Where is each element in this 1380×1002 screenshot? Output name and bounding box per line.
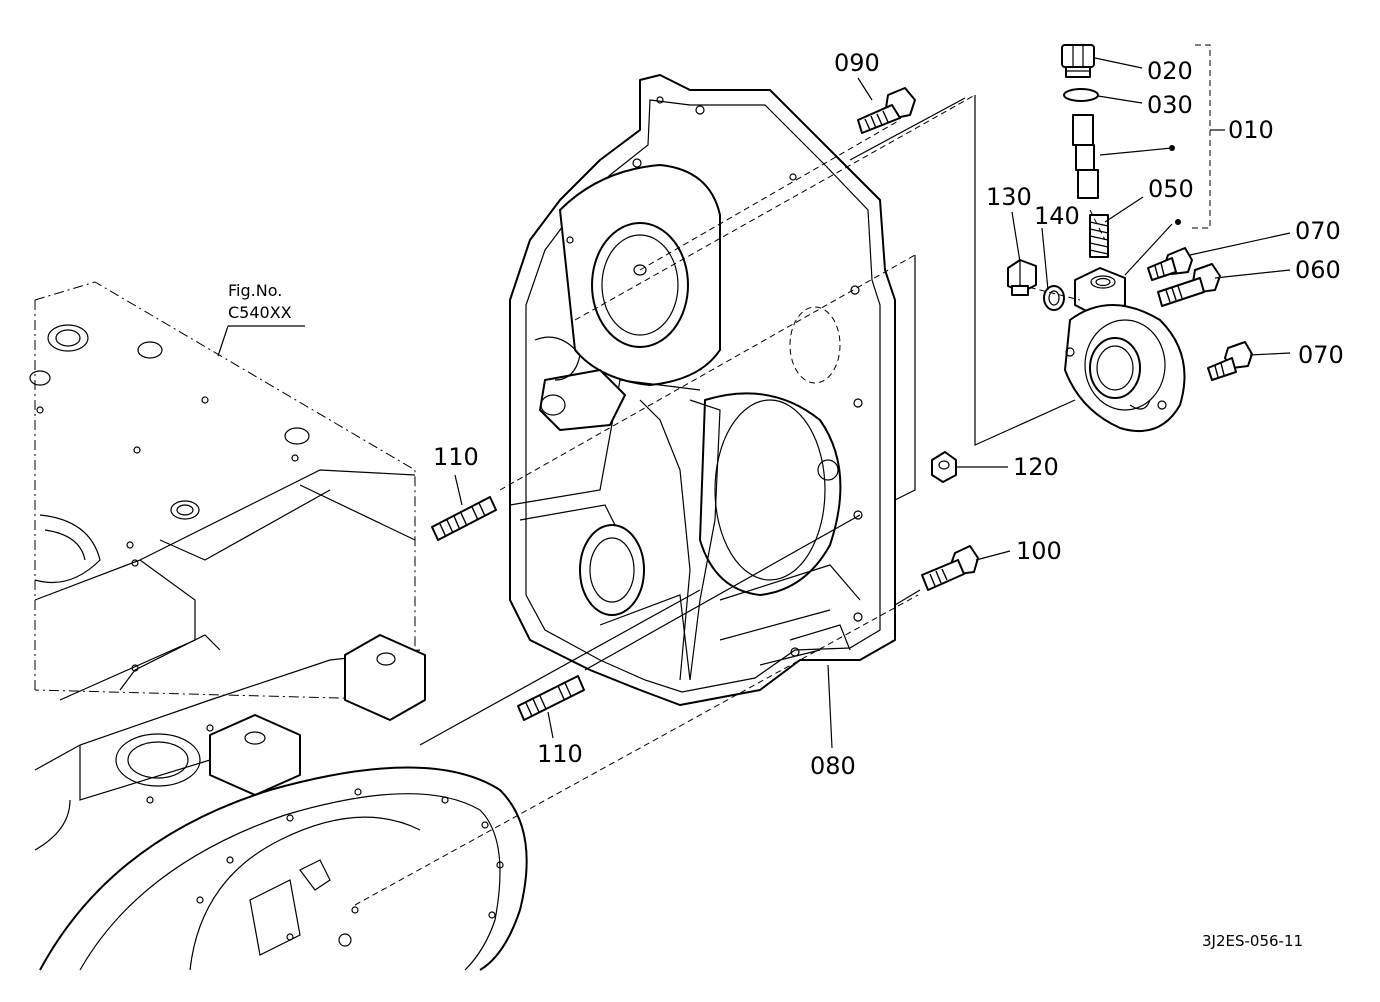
callout-050: 050 (1148, 175, 1194, 203)
spring (1089, 214, 1109, 258)
callout-030: 030 (1147, 91, 1193, 119)
bolt-070-upper (1147, 247, 1193, 281)
callout-070-lower: 070 (1298, 341, 1344, 369)
nut-120 (931, 451, 957, 483)
stud-110-lower (517, 675, 585, 721)
callout-110-upper: 110 (433, 443, 479, 471)
stud-110-upper (431, 496, 497, 541)
callout-130: 130 (986, 183, 1032, 211)
callout-080: 080 (810, 752, 856, 780)
bolt-070-lower (1207, 341, 1253, 381)
callout-110-lower: 110 (537, 740, 583, 768)
gear-case-cover (509, 74, 896, 706)
callout-020: 020 (1147, 57, 1193, 85)
figure-ref-line2: C540XX (228, 303, 292, 322)
callout-060: 060 (1295, 256, 1341, 284)
bolt-060 (1157, 263, 1221, 307)
callout-leaders (217, 57, 1291, 749)
callout-100: 100 (1016, 537, 1062, 565)
relief-valve-assembly (1007, 44, 1225, 433)
transmission-case-reference (29, 281, 528, 971)
assembly-lines (354, 94, 1076, 906)
callout-120: 120 (1013, 453, 1059, 481)
callout-090: 090 (834, 49, 880, 77)
callout-010: 010 (1228, 116, 1274, 144)
bolt-090 (857, 87, 916, 134)
callout-070-upper: 070 (1295, 217, 1341, 245)
bolt-100 (921, 545, 979, 591)
drawing-code: 3J2ES-056-11 (1202, 932, 1303, 950)
callout-140: 140 (1034, 202, 1080, 230)
figure-ref-line1: Fig.No. (228, 281, 282, 300)
